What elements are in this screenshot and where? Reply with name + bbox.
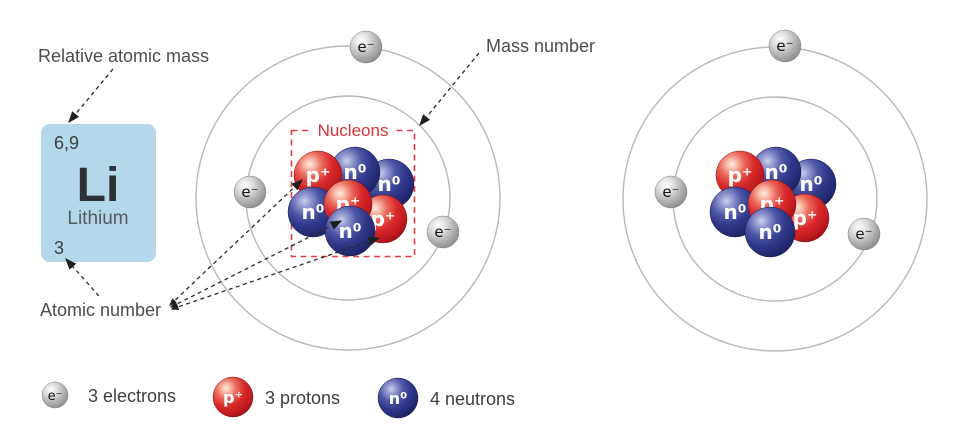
- electron: e⁻: [654, 175, 688, 209]
- left-nucleus: n⁰ n⁰ p⁺ n⁰ p⁺ p⁺: [287, 146, 415, 257]
- proton-label: p⁺: [223, 388, 243, 407]
- legend-electron: e⁻ 3 electrons: [41, 381, 176, 409]
- electron: e⁻: [847, 217, 881, 251]
- left-atom: Nucleons n⁰ n⁰ p⁺ n⁰ p⁺: [195, 30, 501, 351]
- electron-label: e⁻: [434, 223, 451, 241]
- proton-label: p⁺: [306, 163, 331, 187]
- electron-label: e⁻: [48, 389, 63, 404]
- electron: e⁻: [768, 29, 802, 63]
- atomic-number-label: Atomic number: [40, 300, 161, 320]
- neutron-label: n⁰: [302, 200, 325, 224]
- tile-background: [41, 124, 156, 262]
- annotations: Relative atomic mass Mass number Atomic …: [38, 36, 595, 320]
- right-atom: n⁰ n⁰ p⁺ n⁰ p⁺ p⁺: [622, 29, 928, 352]
- neutron: n⁰: [744, 206, 796, 258]
- nucleons-label: Nucleons: [318, 121, 389, 140]
- tile-symbol: Li: [77, 159, 120, 212]
- atomic-number-to-proton-arrow: [170, 237, 381, 310]
- mass-number-arrow: [419, 52, 480, 127]
- atomic-number-to-tile-arrow: [65, 258, 100, 297]
- tile-name: Lithium: [67, 208, 128, 229]
- proton: p⁺: [715, 150, 765, 200]
- proton: p⁺: [293, 150, 343, 200]
- element-tile: 6,9 Li Lithium 3: [41, 124, 156, 262]
- neutron-label: n⁰: [344, 160, 367, 184]
- neutron-label: n⁰: [389, 389, 407, 408]
- mass-number-label: Mass number: [486, 36, 595, 56]
- electron-label: e⁻: [241, 183, 258, 201]
- neutron-label: n⁰: [724, 200, 747, 224]
- right-nucleus: n⁰ n⁰ p⁺ n⁰ p⁺ p⁺: [709, 146, 837, 258]
- neutron-label: n⁰: [800, 172, 823, 196]
- neutron-label: n⁰: [339, 219, 362, 243]
- electron: e⁻: [349, 30, 383, 64]
- tile-relative-atomic-mass: 6,9: [54, 133, 79, 153]
- legend-proton: p⁺ 3 protons: [212, 376, 340, 418]
- tile-atomic-number: 3: [54, 238, 64, 258]
- neutron-label: n⁰: [765, 160, 788, 184]
- legend-neutrons-text: 4 neutrons: [430, 389, 515, 409]
- neutron-label: n⁰: [378, 172, 401, 196]
- electron: e⁻: [233, 175, 267, 209]
- electron-label: e⁻: [357, 38, 374, 56]
- nucleons-label-mask: [311, 121, 395, 139]
- relative-atomic-mass-label: Relative atomic mass: [38, 46, 209, 66]
- neutron-label: n⁰: [759, 220, 782, 244]
- legend-neutron: n⁰ 4 neutrons: [377, 377, 515, 419]
- relative-atomic-mass-arrow: [68, 68, 114, 124]
- proton-label: p⁺: [793, 206, 818, 230]
- legend-electrons-text: 3 electrons: [88, 386, 176, 406]
- electron-label: e⁻: [776, 37, 793, 55]
- electron: e⁻: [426, 215, 460, 249]
- legend-protons-text: 3 protons: [265, 388, 340, 408]
- proton-label: p⁺: [728, 163, 753, 187]
- electron-label: e⁻: [662, 183, 679, 201]
- electron-label: e⁻: [855, 225, 872, 243]
- legend: e⁻ 3 electrons p⁺ 3 protons n⁰ 4 neutron…: [41, 376, 515, 419]
